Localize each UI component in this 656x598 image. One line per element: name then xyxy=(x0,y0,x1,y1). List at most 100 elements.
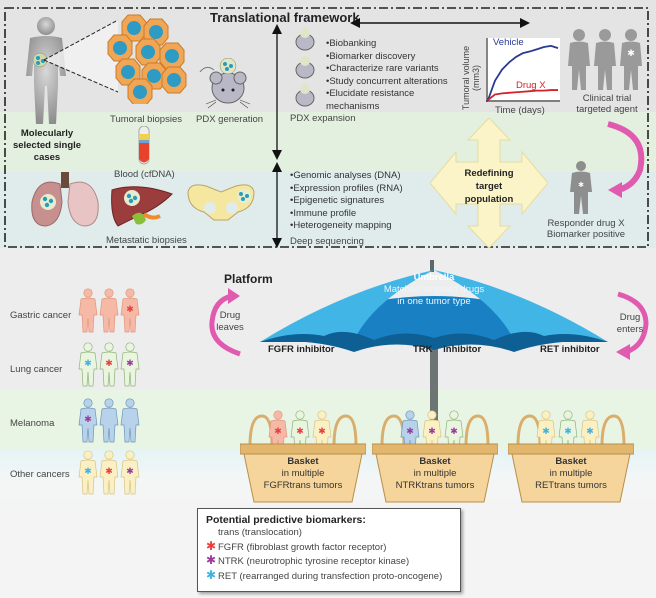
bullet: Genomic analyses (DNA) xyxy=(290,170,403,183)
patient-group-melanoma: ✱ xyxy=(78,398,141,449)
patient-figure-icon: ✱ xyxy=(99,450,119,501)
svg-text:✱: ✱ xyxy=(406,426,414,436)
patient-figure-icon: ✱ xyxy=(78,342,98,393)
svg-text:✱: ✱ xyxy=(450,426,458,436)
svg-text:✱: ✱ xyxy=(84,466,92,476)
bullet: Elucidate resistance mechanisms xyxy=(326,88,444,113)
metastatic-biopsies-label: Metastatic biopsies xyxy=(106,235,187,246)
tumoral-biopsies-label: Tumoral biopsies xyxy=(110,114,182,125)
svg-text:✱: ✱ xyxy=(274,426,282,436)
chart-xlabel: Time (days) xyxy=(495,105,545,116)
svg-text:✱: ✱ xyxy=(564,426,572,436)
patient-figure-icon: ✱ xyxy=(120,288,140,339)
ret-star-icon: ✱ xyxy=(206,567,217,582)
lungs-icon xyxy=(31,172,99,227)
biomarker-fgfr-label: FGFR (fibroblast growth factor receptor) xyxy=(218,541,387,553)
biomarker-fgfr: ✱FGFR (fibroblast growth factor receptor… xyxy=(206,538,452,555)
pdx-expansion-mice-icon xyxy=(295,28,315,107)
cancer-label-other: Other cancers xyxy=(10,469,70,480)
inhibitor-label-trk: TRK inhibitor xyxy=(413,344,482,355)
basket-title: Basket xyxy=(419,456,451,467)
umbrella-subtitle-1: Matched targeted drugs xyxy=(383,284,485,295)
patient-figure-icon xyxy=(120,398,140,449)
platform-title: Platform xyxy=(224,272,273,286)
inhibitor-label-fgfr: FGFR inhibitor xyxy=(268,344,335,355)
svg-text:✱: ✱ xyxy=(586,426,594,436)
biomarker-ntrk: ✱NTRK (neurotrophic tyrosine receptor ki… xyxy=(206,553,452,569)
bullet: Immune profile xyxy=(290,208,403,221)
basket-line1: in multiple xyxy=(281,468,325,479)
svg-text:✱: ✱ xyxy=(627,48,635,58)
patient-figure-icon: ✱ xyxy=(78,450,98,501)
chart-series-drug-x xyxy=(487,89,558,101)
patient-group-gastric: ✱ xyxy=(78,288,141,339)
biomarker-ntrk-label: NTRK (neurotrophic tyrosine receptor kin… xyxy=(218,556,410,567)
bullet: Characterize rare variants xyxy=(326,63,448,76)
band-top-green xyxy=(0,112,656,172)
svg-text:✱: ✱ xyxy=(84,358,92,368)
biomarker-ret: ✱RET (rearranged during transfection pro… xyxy=(206,567,452,584)
patient-figure-icon xyxy=(99,288,119,339)
blood-label: Blood (cfDNA) xyxy=(114,169,175,180)
drug-enters-label: Drug enters xyxy=(616,312,644,335)
clinical-trial-patients-icon: ✱ xyxy=(568,29,642,90)
svg-text:✱: ✱ xyxy=(542,426,550,436)
pelvis-icon xyxy=(187,184,255,221)
biomarker-legend-title: Potential predictive biomarkers: xyxy=(206,514,366,526)
patient-group-lung: ✱ ✱ ✱ xyxy=(78,342,141,393)
basket-line1: in multiple xyxy=(549,468,593,479)
pdx-expansion-bullets: Biobanking Biomarker discovery Character… xyxy=(326,38,448,113)
pink-curved-arrow-icon xyxy=(607,121,645,198)
bullet: Epigenetic signatures xyxy=(290,195,403,208)
svg-text:✱: ✱ xyxy=(126,358,134,368)
umbrella-icon xyxy=(260,260,608,440)
ntrk-star-icon: ✱ xyxy=(206,553,217,567)
umbrella-title: Umbrella xyxy=(413,272,455,283)
patient-group-other: ✱✱✱ xyxy=(78,450,141,501)
blood-tube-icon xyxy=(138,126,150,165)
bullet: Heterogeneity mapping xyxy=(290,220,403,233)
svg-text:✱: ✱ xyxy=(105,466,113,476)
pdx-mouse-icon xyxy=(199,58,251,109)
tumor-cells-icon xyxy=(107,14,187,104)
framework-border xyxy=(4,7,649,248)
basket-line2: FGFRtrans tumors xyxy=(263,480,343,491)
cancer-label-melanoma: Melanoma xyxy=(10,418,55,429)
deep-sequencing-label: Deep sequencing xyxy=(290,236,364,247)
patient-figure-icon: ✱ xyxy=(78,398,98,449)
cancer-label-gastric: Gastric cancer xyxy=(10,310,72,321)
umbrella-subtitle-2: in one tumor type xyxy=(397,296,471,307)
basket-title: Basket xyxy=(287,456,319,467)
basket-line2: NTRKtrans tumors xyxy=(395,480,475,491)
cancer-label-lung: Lung cancer xyxy=(10,364,63,375)
basket-title: Basket xyxy=(555,456,587,467)
biomarker-ret-label: RET (rearranged during transfection prot… xyxy=(218,570,443,582)
liver-icon xyxy=(111,186,173,227)
framework-title: Translational framework xyxy=(210,10,360,25)
svg-text:✱: ✱ xyxy=(428,426,436,436)
responder-label: Responder drug X Biomarker positive xyxy=(546,218,626,240)
inhibitor-label-ret: RET inhibitor xyxy=(540,344,600,355)
drug-enters-arrow-icon xyxy=(616,291,649,360)
fgfr-star-icon: ✱ xyxy=(206,538,217,553)
chart-legend-drugx: Drug X xyxy=(516,80,546,91)
svg-text:✱: ✱ xyxy=(578,181,584,189)
horizontal-double-arrow-icon xyxy=(350,18,530,28)
zoom-cone xyxy=(43,19,119,93)
chart-series-vehicle xyxy=(487,45,559,101)
svg-text:✱: ✱ xyxy=(126,304,134,314)
svg-text:✱: ✱ xyxy=(105,358,113,368)
basket-line1: in multiple xyxy=(413,468,457,479)
bullet: Study concurrent alterations xyxy=(326,76,447,89)
patient-label: Molecularly selected single cases xyxy=(12,128,82,163)
svg-text:✱: ✱ xyxy=(296,426,304,436)
chart-legend-vehicle: Vehicle xyxy=(493,37,524,48)
bullet: Biomarker discovery xyxy=(326,51,448,64)
deep-sequencing-bullets: Genomic analyses (DNA) Expression profil… xyxy=(290,170,403,233)
tumor-volume-chart xyxy=(486,38,560,102)
drug-leaves-arrow-icon xyxy=(209,288,241,357)
svg-text:✱: ✱ xyxy=(84,414,92,424)
chart-ylabel: Tumoral volume (mm3) xyxy=(454,36,484,116)
